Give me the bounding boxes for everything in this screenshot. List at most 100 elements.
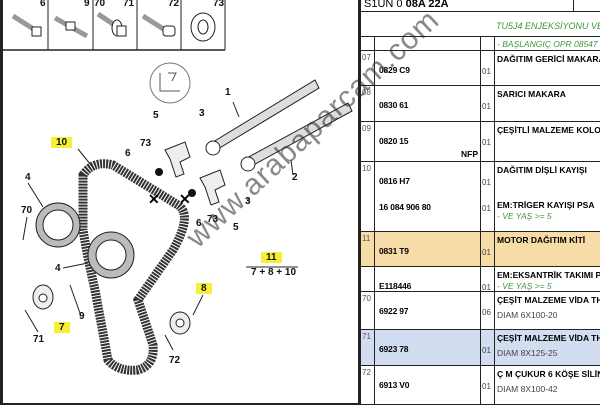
callout-3b: 3 bbox=[245, 196, 251, 207]
table-row[interactable]: E118446 01 EM:EKSANTRİK TAKIMI P- VE YAŞ >… bbox=[361, 267, 600, 292]
ref-cell bbox=[361, 197, 375, 231]
part-number[interactable]: 0830 61 bbox=[379, 100, 409, 110]
nfp-flag: NFP bbox=[461, 149, 478, 159]
washer-73-upper bbox=[155, 168, 163, 176]
bolt-6-icon bbox=[11, 13, 42, 37]
part-number[interactable]: 0816 H7 bbox=[379, 176, 410, 186]
callout-71: 71 bbox=[33, 334, 45, 345]
condition: - VE YAŞ >= 5 bbox=[497, 211, 552, 221]
callout-10-highlighted: 10 bbox=[51, 137, 73, 148]
description: SARICI MAKARA bbox=[497, 89, 566, 99]
callout-7-highlighted: 7 bbox=[54, 322, 70, 333]
pulley-4-left bbox=[35, 202, 81, 248]
fastener-strip bbox=[3, 0, 226, 51]
camshaft-2 bbox=[240, 102, 353, 172]
washer-73-icon bbox=[190, 12, 216, 42]
roller-8 bbox=[169, 311, 191, 335]
ref-cell: 71 bbox=[361, 330, 375, 365]
quantity: 06 bbox=[482, 308, 491, 317]
quantity: 01 bbox=[482, 67, 491, 76]
callout-2: 2 bbox=[292, 172, 298, 183]
roller-7 bbox=[32, 284, 54, 310]
callout-6-top: 6 bbox=[40, 0, 46, 9]
table-row[interactable]: 70 6922 97 06 ÇEŞİT MALZEME VİDA TH DIAM 6X1… bbox=[361, 292, 600, 330]
exploded-parts-diagram: ✕ ✕ 6 9 70 71 72 73 1 2 3 3 4 4 5 5 6 6 … bbox=[0, 0, 358, 405]
ref-cell: 10 bbox=[361, 162, 375, 197]
header-prefix: S1UN 0 bbox=[364, 0, 403, 10]
callout-6a: 6 bbox=[125, 148, 131, 159]
part-number[interactable]: 6913 V0 bbox=[379, 380, 410, 390]
table-header: S1UN 0 08A 22A bbox=[361, 0, 600, 12]
description: ÇEŞİTLİ MALZEME KOLO bbox=[497, 125, 600, 135]
callout-9: 9 bbox=[79, 311, 85, 322]
quantity: 01 bbox=[482, 204, 491, 213]
callout-6b: 6 bbox=[196, 218, 202, 229]
callout-5a: 5 bbox=[153, 110, 159, 121]
pulley-4-center bbox=[87, 231, 135, 279]
quantity: 01 bbox=[482, 283, 491, 292]
callout-73b: 73 bbox=[207, 214, 219, 225]
camshaft-1 bbox=[205, 79, 320, 156]
part-number[interactable]: 16 084 906 80 bbox=[379, 202, 431, 212]
description: DAĞITIM DİŞLİ KAYIŞI bbox=[497, 165, 587, 175]
start-note-row: - BAŞLANGIÇ OPR 08547 bbox=[361, 37, 600, 51]
description: ÇEŞİT MALZEME VİDA TH bbox=[497, 295, 600, 305]
part-number[interactable]: E118446 bbox=[379, 281, 412, 291]
callout-9-top: 9 bbox=[84, 0, 90, 9]
table-row[interactable]: 07 0829 C9 01 DAĞITIM GERİCİ MAKARA bbox=[361, 51, 600, 86]
table-row[interactable]: 09 0820 15 NFP 01 ÇEŞİTLİ MALZEME KOLO bbox=[361, 122, 600, 162]
timing-belt-illustration: ✕ ✕ bbox=[3, 0, 353, 375]
description: Ç M ÇUKUR 6 KÖŞE SİLİN bbox=[497, 369, 600, 379]
callout-71-top: 71 bbox=[123, 0, 135, 9]
ref-cell: 08 bbox=[361, 86, 375, 121]
callout-70-top: 70 bbox=[94, 0, 106, 9]
condition: - VE YAŞ >= 5 bbox=[497, 281, 552, 291]
description: ÇEŞİT MALZEME VİDA TH bbox=[497, 333, 600, 343]
ref-cell: 07 bbox=[361, 51, 375, 85]
ref-cell: 11 bbox=[361, 232, 375, 266]
quantity: 01 bbox=[482, 138, 491, 147]
part-number[interactable]: 0820 15 bbox=[379, 136, 409, 146]
quantity: 01 bbox=[482, 346, 491, 355]
quantity: 01 bbox=[482, 178, 491, 187]
description: DAĞITIM GERİCİ MAKARA bbox=[497, 54, 600, 64]
description: EM:EKSANTRİK TAKIMI P bbox=[497, 270, 600, 280]
dimension-note: DIAM 6X100-20 bbox=[497, 310, 558, 320]
ref-cell: 70 bbox=[361, 292, 375, 329]
part-number[interactable]: 0829 C9 bbox=[379, 65, 410, 75]
part-number[interactable]: 6923 78 bbox=[379, 344, 409, 354]
callout-70: 70 bbox=[21, 205, 33, 216]
parts-table: S1UN 0 08A 22A TU5J4 ENJEKSİYONU VE - BA… bbox=[358, 0, 600, 405]
callout-8-highlighted: 8 bbox=[196, 283, 212, 294]
header-code: 08A 22A bbox=[405, 0, 449, 10]
part-number[interactable]: 0831 T9 bbox=[379, 246, 409, 256]
bolt-72-icon bbox=[141, 13, 176, 37]
quantity: 01 bbox=[482, 382, 491, 391]
part-number[interactable]: 6922 97 bbox=[379, 306, 409, 316]
screw-6-mark: ✕ bbox=[148, 191, 160, 207]
kit-formula: 7 + 8 + 10 bbox=[251, 267, 297, 278]
dimension-note: DIAM 8X100-42 bbox=[497, 384, 558, 394]
callout-11-highlighted: 11 bbox=[261, 252, 282, 263]
callout-72: 72 bbox=[169, 355, 181, 366]
washer-73-lower bbox=[188, 189, 196, 197]
quantity: 01 bbox=[482, 102, 491, 111]
timing-belt bbox=[78, 159, 189, 375]
ref-cell bbox=[361, 267, 375, 291]
bolt-washer-70-71-icon bbox=[96, 11, 127, 37]
ref-cell: 09 bbox=[361, 122, 375, 161]
hub-5-upper bbox=[164, 141, 191, 178]
callout-5b: 5 bbox=[233, 222, 239, 233]
screw-6b-mark: ✕ bbox=[179, 191, 191, 207]
callout-4b: 4 bbox=[55, 263, 61, 274]
callout-4a: 4 bbox=[25, 172, 31, 183]
start-note: - BAŞLANGIÇ OPR 08547 bbox=[497, 39, 598, 49]
table-row[interactable]: 10 0816 H7 01 DAĞITIM DİŞLİ KAYIŞI bbox=[361, 162, 600, 197]
description: MOTOR DAĞITIM KİTİ bbox=[497, 235, 586, 245]
table-row[interactable]: 08 0830 61 01 SARICI MAKARA bbox=[361, 86, 600, 122]
leader-lines bbox=[22, 101, 298, 351]
